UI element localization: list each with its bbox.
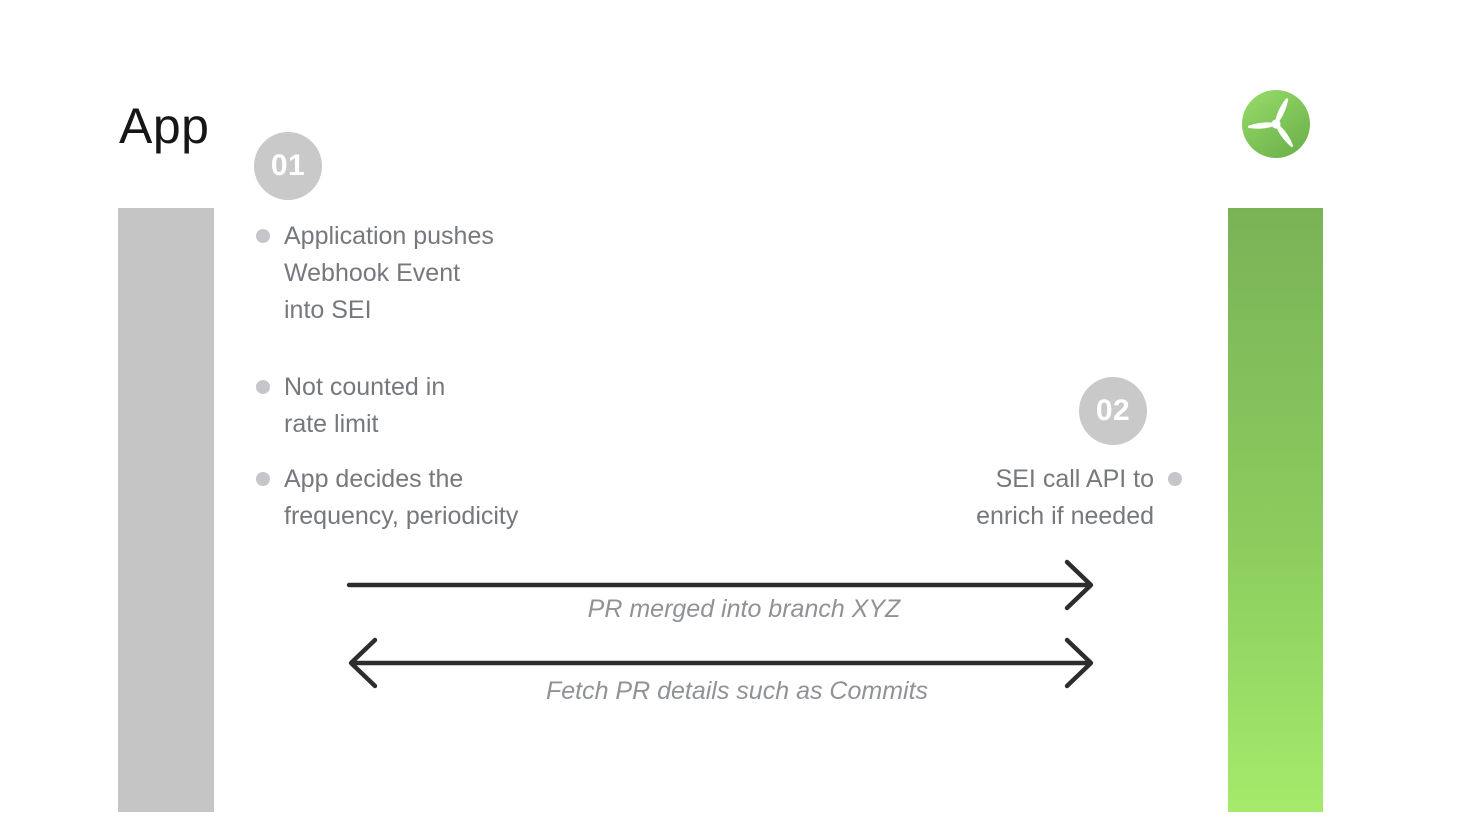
page-title: App: [119, 98, 210, 154]
app-note-text: Application pushes Webhook Event into SE…: [284, 222, 494, 324]
app-note-item: Application pushes Webhook Event into SE…: [256, 218, 494, 329]
sei-note-text: SEI call API to enrich if needed: [976, 465, 1154, 530]
arrow-double-left-head-icon: [348, 637, 378, 689]
bullet-dot-icon: [1168, 472, 1182, 486]
arrow-label-pr-merged: PR merged into branch XYZ: [587, 595, 901, 623]
turbine-logo-icon: [1242, 90, 1310, 158]
sei-note-item: SEI call API to enrich if needed: [976, 461, 1182, 535]
app-note-item: App decides the frequency, periodicity: [256, 461, 518, 535]
step-badge-01: 01: [254, 132, 322, 200]
bullet-dot-icon: [256, 472, 270, 486]
bullet-dot-icon: [256, 229, 270, 243]
app-column-bar: [118, 208, 214, 812]
step-badge-02: 02: [1079, 377, 1147, 445]
app-note-text: App decides the frequency, periodicity: [284, 465, 519, 530]
bullet-dot-icon: [256, 380, 270, 394]
app-note-text: Not counted in rate limit: [284, 373, 446, 438]
app-note-item: Not counted in rate limit: [256, 369, 445, 443]
sei-column-bar: [1228, 208, 1323, 812]
arrow-label-fetch-pr: Fetch PR details such as Commits: [545, 677, 929, 705]
arrow-right-head-icon: [1064, 559, 1094, 611]
arrow-double-right-head-icon: [1064, 637, 1094, 689]
